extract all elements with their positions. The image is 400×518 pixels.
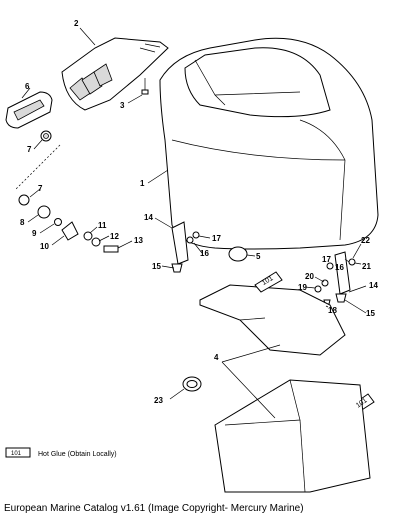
callout-4: 4: [214, 353, 219, 362]
callout-9: 9: [32, 229, 37, 238]
callout-8: 8: [20, 218, 25, 227]
bracket-right: [314, 251, 356, 309]
callout-7a: 7: [27, 145, 32, 154]
callout-7b: 7: [38, 184, 43, 193]
callout-17a: 17: [212, 234, 221, 243]
glue-tube-1: [254, 271, 283, 293]
bracket-left: [171, 221, 200, 273]
callout-15b: 15: [366, 309, 375, 318]
callout-1: 1: [140, 179, 145, 188]
callout-23: 23: [154, 396, 163, 405]
top-cowl: [159, 37, 379, 250]
callout-14a: 14: [144, 213, 153, 222]
callout-19: 19: [298, 283, 307, 292]
screw-3: [141, 78, 149, 95]
callout-3: 3: [120, 101, 125, 110]
callout-20: 20: [305, 272, 314, 281]
callout-18: 18: [328, 306, 337, 315]
callout-14b: 14: [369, 281, 378, 290]
callout-12: 12: [110, 232, 119, 241]
callout-10: 10: [40, 242, 49, 251]
callout-16b: 16: [335, 263, 344, 272]
lower-cowl: [214, 379, 371, 493]
latch-10: [61, 221, 79, 241]
washer-12: [91, 237, 101, 247]
tube-label-1: 101: [261, 275, 275, 287]
bumper-5: [228, 246, 248, 262]
callout-2: 2: [74, 19, 79, 28]
nut-7b: [18, 194, 30, 206]
washer-11: [83, 231, 93, 241]
callout-21: 21: [362, 262, 371, 271]
spacer-8: [37, 205, 51, 219]
intake-cover: [61, 37, 169, 111]
callout-17b: 17: [322, 255, 331, 264]
glue-tube-icon: [5, 447, 31, 458]
catalog-caption: European Marine Catalog v1.61 (Image Cop…: [4, 503, 304, 514]
bolt-13: [103, 245, 119, 253]
callout-11: 11: [98, 221, 107, 230]
callout-5: 5: [256, 252, 261, 261]
callout-13: 13: [134, 236, 143, 245]
handle-6: [5, 91, 53, 129]
callout-15a: 15: [152, 262, 161, 271]
gasket-4: [199, 284, 346, 356]
legend-hot-glue: 101 Hot Glue (Obtain Locally): [5, 447, 117, 458]
callout-16a: 16: [200, 249, 209, 258]
callout-6: 6: [25, 82, 30, 91]
legend-tube-label: 101: [11, 451, 22, 457]
legend-text: Hot Glue (Obtain Locally): [38, 451, 117, 458]
callout-22: 22: [361, 236, 370, 245]
washer-9: [54, 218, 62, 226]
